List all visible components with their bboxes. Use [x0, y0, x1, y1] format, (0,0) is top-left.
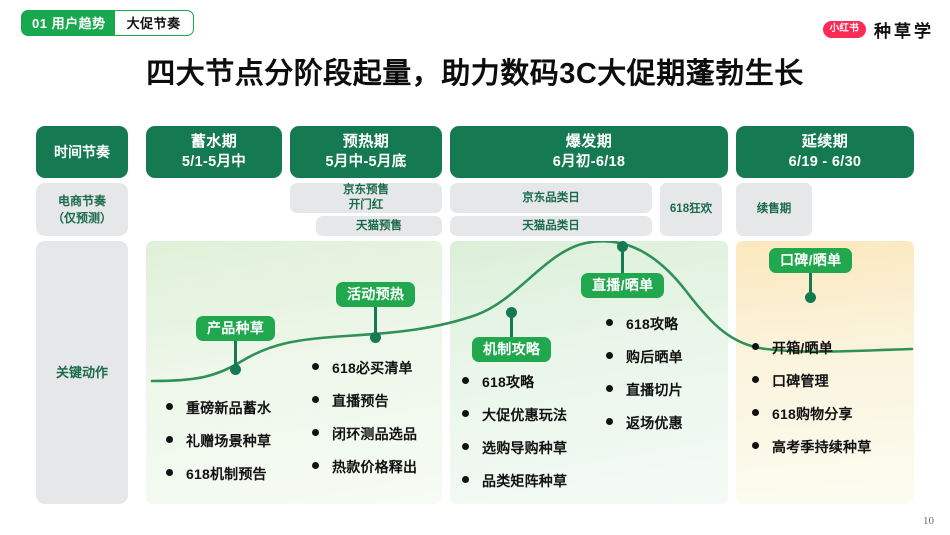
list-item: 直播预告 — [310, 391, 417, 411]
phase-name-2: 爆发期 — [565, 133, 613, 151]
page-title: 四大节点分阶段起量，助力数码3C大促期蓬勃生长 — [146, 58, 804, 90]
timeline-matrix: 时间节奏 电商节奏 （仅预测） 关键动作 蓄水期 5/1-5月中 预热期 5月中… — [36, 126, 914, 504]
list-item: 高考季持续种草 — [750, 437, 871, 457]
ecommerce-chip-tmall-presale-label: 天猫预售 — [356, 219, 402, 232]
section-tag[interactable]: 01 用户趋势 大促节奏 — [22, 11, 193, 35]
phase-date-3: 6/19 - 6/30 — [788, 153, 862, 170]
list-item: 返场优惠 — [604, 413, 683, 433]
list-item: 618攻略 — [604, 314, 683, 334]
phase-name-3: 延续期 — [801, 133, 849, 151]
row-label-ecommerce-line1: 电商节奏 — [57, 194, 106, 209]
list-item: 品类矩阵种草 — [460, 471, 567, 491]
phase-name-1: 预热期 — [342, 133, 390, 151]
ecommerce-chip-jd-presale-line2: 开门红 — [348, 199, 384, 211]
node-reputation-showcase[interactable]: 口碑/晒单 — [769, 248, 853, 303]
list-item: 闭环测品选品 — [310, 424, 417, 444]
ecommerce-chip-after-sale[interactable]: 续售期 — [736, 183, 812, 236]
page-number: 10 — [923, 515, 934, 527]
ecommerce-chip-jd-presale[interactable]: 京东预售 开门红 — [290, 183, 442, 213]
section-tag-topic: 大促节奏 — [114, 11, 193, 35]
node-dot-live-showcase — [617, 241, 629, 252]
node-dot-mechanism-guide — [506, 307, 518, 318]
ecommerce-chip-jd-presale-line1: 京东预售 — [343, 184, 389, 197]
list-item: 大促优惠玩法 — [460, 405, 567, 425]
list-item: 热款价格释出 — [310, 457, 417, 477]
phase-date-1: 5月中-5月底 — [325, 153, 407, 170]
list-item: 618机制预告 — [164, 464, 271, 484]
ecommerce-chip-618-carnival[interactable]: 618狂欢 — [660, 183, 722, 236]
ecommerce-chip-jd-category[interactable]: 京东品类日 — [450, 183, 652, 213]
row-label-ecommerce-rhythm: 电商节奏 （仅预测） — [36, 183, 128, 236]
row-label-ecommerce-line2: （仅预测） — [51, 210, 112, 225]
node-stem-reputation-showcase — [809, 273, 813, 293]
node-label-campaign-warmup: 活动预热 — [336, 282, 416, 307]
phase-name-0: 蓄水期 — [190, 133, 238, 151]
node-live-showcase[interactable]: 直播/晒单 — [581, 241, 665, 298]
ecommerce-chip-jd-category-label: 京东品类日 — [522, 191, 580, 204]
node-dot-product-seeding — [230, 364, 242, 375]
ecommerce-chip-after-sale-label: 续售期 — [756, 203, 792, 216]
bullet-list-mechanism-guide: 618攻略 大促优惠玩法 选购导购种草 品类矩阵种草 — [460, 372, 567, 491]
ecommerce-chip-618-carnival-label: 618狂欢 — [669, 203, 713, 216]
bullet-list-campaign-warmup: 618必买清单 直播预告 闭环测品选品 热款价格释出 — [310, 358, 417, 477]
ecommerce-chip-tmall-category[interactable]: 天猫品类日 — [450, 216, 652, 236]
list-item: 618购物分享 — [750, 404, 871, 424]
node-dot-campaign-warmup — [370, 332, 382, 343]
node-campaign-warmup[interactable]: 活动预热 — [336, 282, 416, 343]
brand-lockup: 小红书 种草学 — [822, 17, 934, 42]
ecommerce-chip-tmall-category-label: 天猫品类日 — [522, 219, 580, 232]
node-stem-campaign-warmup — [374, 307, 378, 333]
list-item: 购后晒单 — [604, 347, 683, 367]
ecommerce-chip-tmall-presale[interactable]: 天猫预售 — [316, 216, 442, 236]
node-label-live-showcase: 直播/晒单 — [581, 273, 665, 298]
list-item: 618必买清单 — [310, 358, 417, 378]
phase-date-2: 6月初-6/18 — [552, 153, 626, 170]
row-label-key-actions: 关键动作 — [36, 241, 128, 504]
node-product-seeding[interactable]: 产品种草 — [196, 316, 276, 375]
list-item: 口碑管理 — [750, 371, 871, 391]
node-mechanism-guide[interactable]: 机制攻略 — [472, 307, 552, 362]
list-item: 618攻略 — [460, 372, 567, 392]
phase-header-2[interactable]: 爆发期 6月初-6/18 — [450, 126, 728, 178]
section-tag-index: 01 用户趋势 — [32, 15, 106, 31]
xiaohongshu-logo-icon: 小红书 — [822, 21, 866, 38]
bullet-list-live-showcase: 618攻略 购后晒单 直播切片 返场优惠 — [604, 314, 683, 433]
phase-date-0: 5/1-5月中 — [181, 153, 247, 170]
list-item: 直播切片 — [604, 380, 683, 400]
list-item: 重磅新品蓄水 — [164, 398, 271, 418]
node-label-product-seeding: 产品种草 — [196, 316, 276, 341]
node-dot-reputation-showcase — [805, 292, 817, 303]
phase-header-0[interactable]: 蓄水期 5/1-5月中 — [146, 126, 282, 178]
node-stem-mechanism-guide — [510, 317, 514, 337]
node-label-mechanism-guide: 机制攻略 — [472, 337, 552, 362]
node-stem-product-seeding — [234, 341, 238, 365]
node-stem-live-showcase — [621, 251, 625, 273]
list-item: 礼赠场景种草 — [164, 431, 271, 451]
phase-header-3[interactable]: 延续期 6/19 - 6/30 — [736, 126, 914, 178]
phase-header-1[interactable]: 预热期 5月中-5月底 — [290, 126, 442, 178]
list-item: 开箱/晒单 — [750, 338, 871, 358]
bullet-list-product-seeding: 重磅新品蓄水 礼赠场景种草 618机制预告 — [164, 398, 271, 484]
row-label-time-rhythm: 时间节奏 — [36, 126, 128, 178]
brand-name: 种草学 — [874, 22, 934, 41]
bullet-list-reputation-showcase: 开箱/晒单 口碑管理 618购物分享 高考季持续种草 — [750, 338, 871, 457]
list-item: 选购导购种草 — [460, 438, 567, 458]
node-label-reputation-showcase: 口碑/晒单 — [769, 248, 853, 273]
